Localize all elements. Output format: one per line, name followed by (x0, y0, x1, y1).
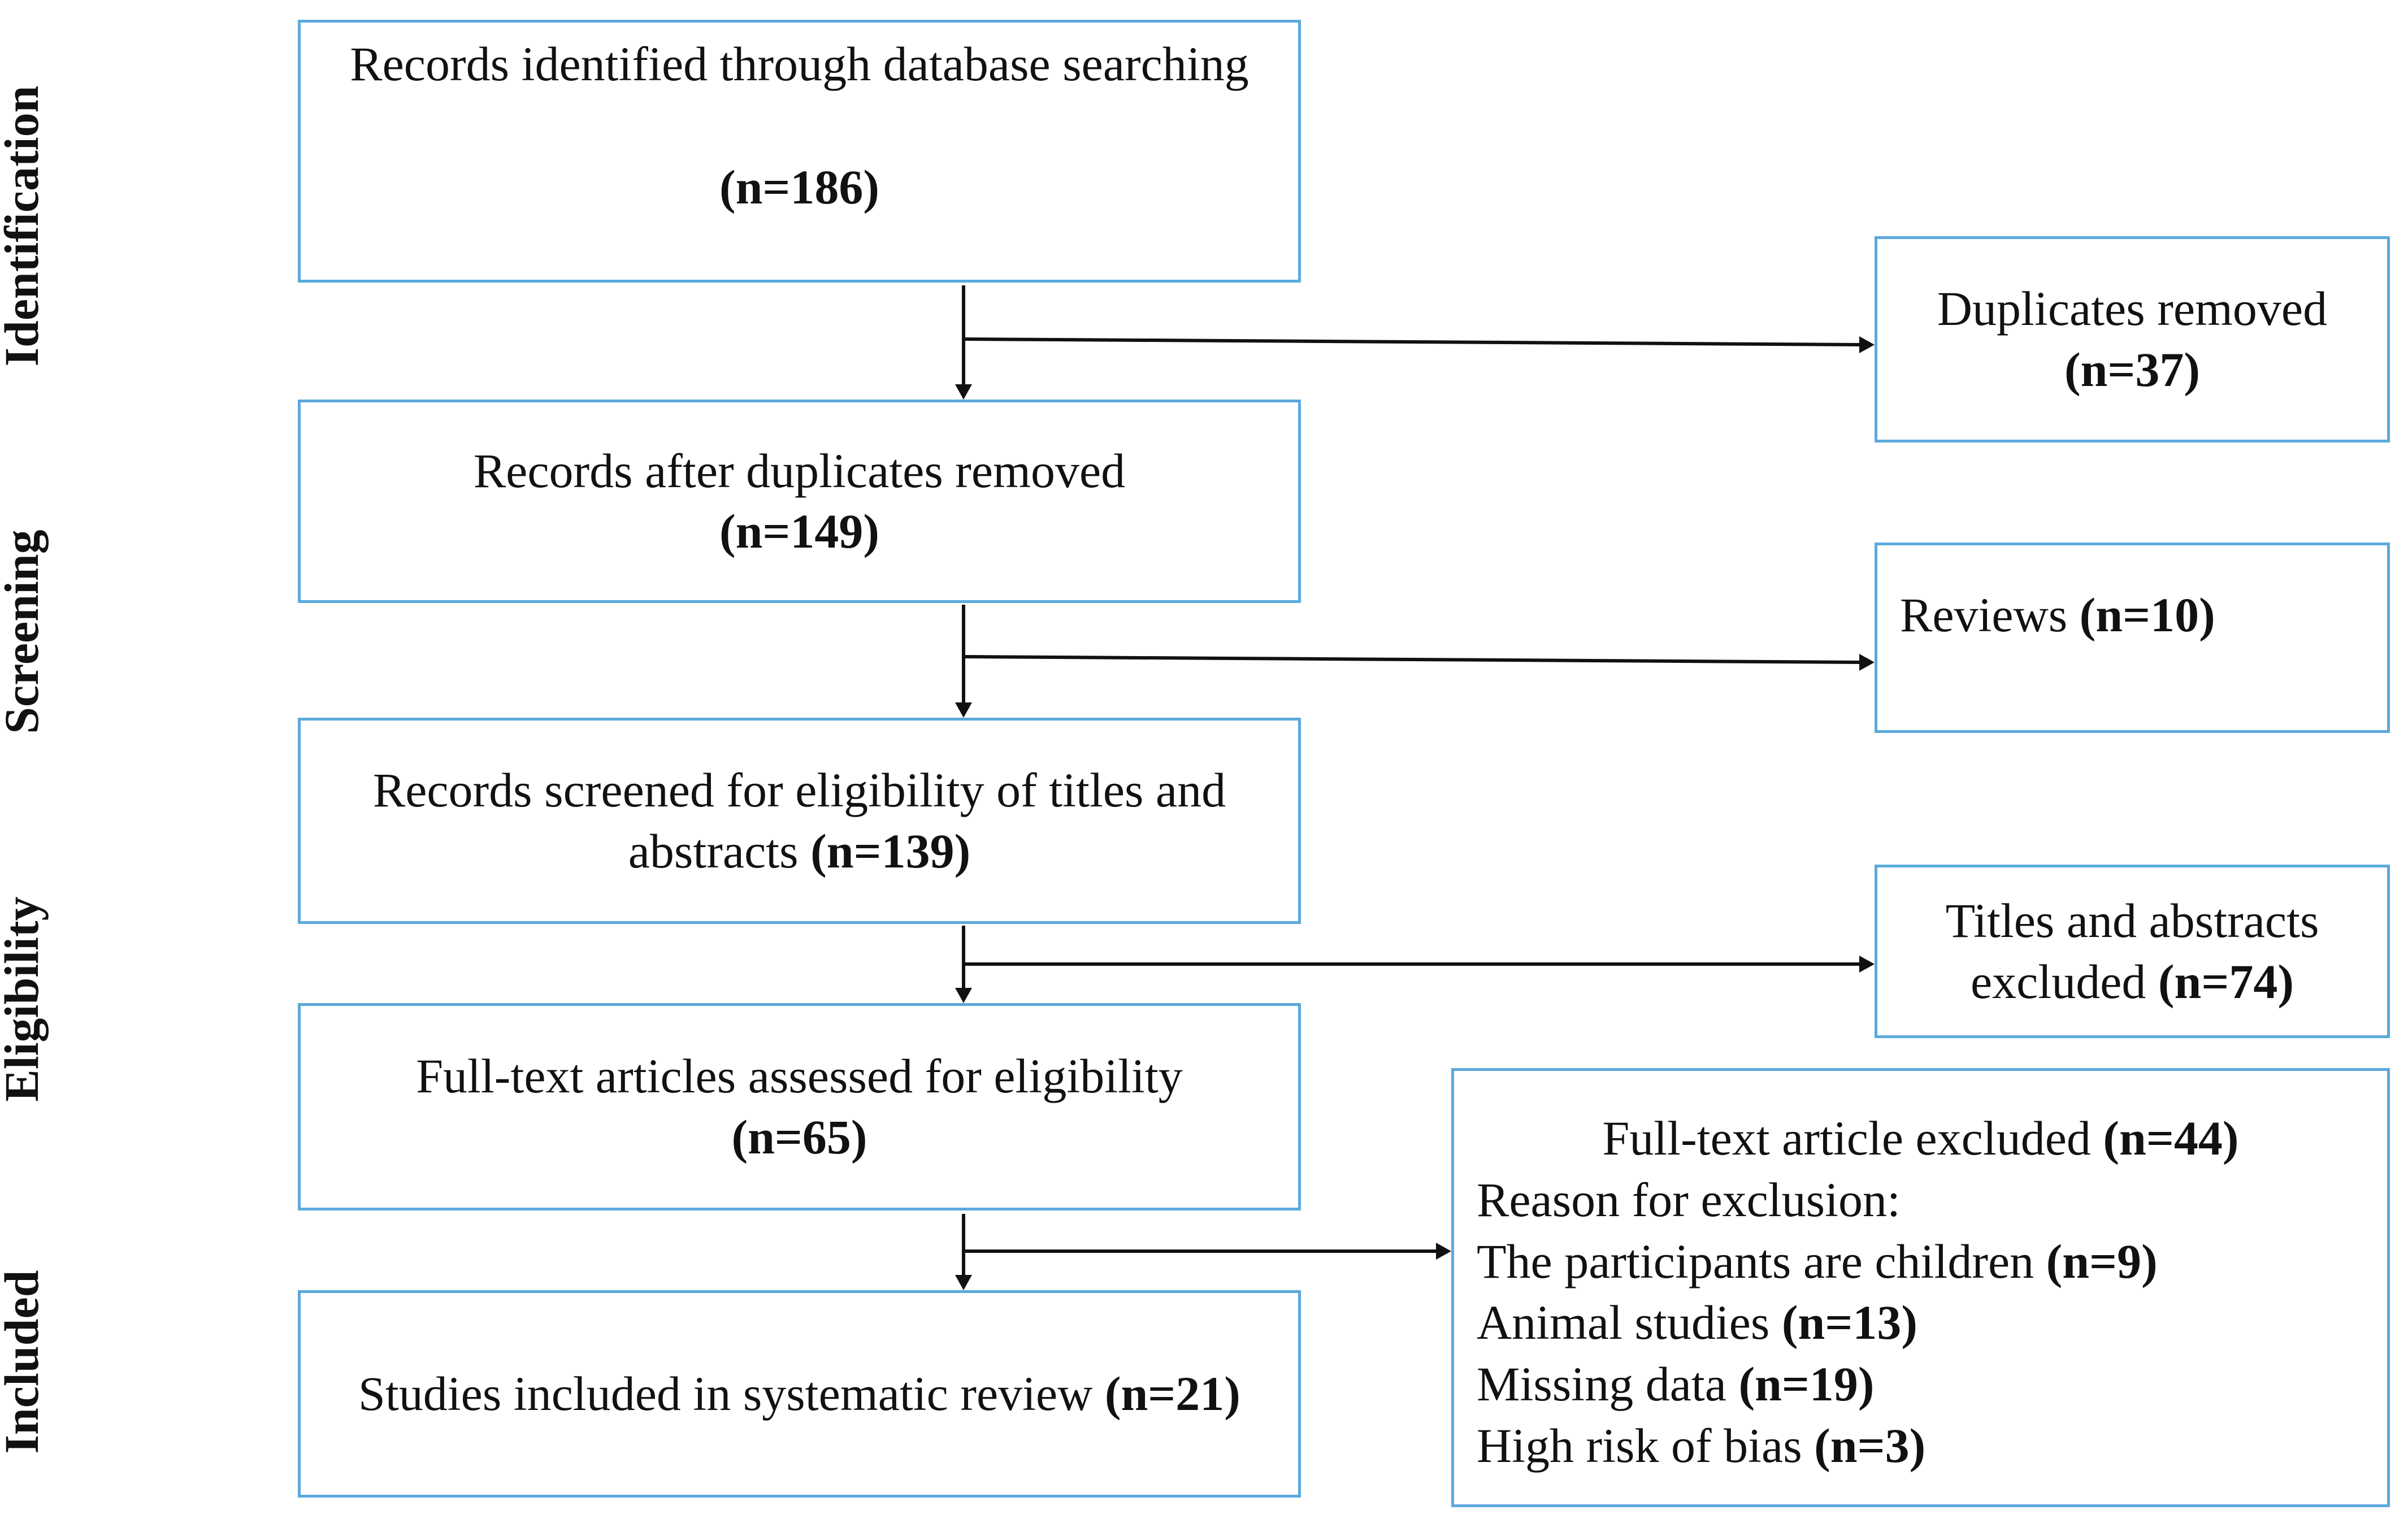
duplicates-removed-box: Duplicates removed (n=37) (1875, 236, 2390, 442)
exclusion-reason-text: Missing data (1477, 1357, 1726, 1412)
titles-excluded-box: Titles and abstracts excluded (n=74) (1875, 865, 2390, 1038)
studies-included-text: Studies included in systematic review (358, 1366, 1093, 1421)
titles-excluded-text-line1: Titles and abstracts (1945, 893, 2319, 948)
fulltext-assessed-box: Full-text articles assessed for eligibil… (298, 1003, 1301, 1210)
exclusion-reason-label: Reason for exclusion: (1477, 1172, 1901, 1227)
arrowhead-right-duplicates (1859, 336, 1875, 353)
records-screened-box: Records screened for eligibility of titl… (298, 718, 1301, 924)
fulltext-assessed-text: Full-text articles assessed for eligibil… (416, 1049, 1183, 1103)
arrowhead-down-4 (955, 1275, 972, 1290)
exclusion-reason-text: The participants are children (1477, 1234, 2034, 1288)
reviews-text: Reviews (1900, 587, 2068, 642)
records-identified-text: Records identified through database sear… (350, 37, 1249, 91)
studies-included-box: Studies included in systematic review (n… (298, 1290, 1301, 1498)
records-after-duplicates-box: Records after duplicates removed (n=149) (298, 400, 1301, 603)
fulltext-excluded-heading-count: (n=44) (2103, 1111, 2239, 1165)
studies-included-count: (n=21) (1104, 1366, 1240, 1421)
exclusion-reason-item: Animal studies (n=13) (1477, 1292, 1917, 1353)
reviews-box: Reviews (n=10) (1875, 543, 2390, 733)
arrowhead-down-3 (955, 988, 972, 1003)
records-screened-text-line1: Records screened for eligibility of titl… (372, 763, 1226, 817)
exclusion-reason-count: (n=9) (2046, 1234, 2158, 1288)
fulltext-assessed-count: (n=65) (731, 1109, 867, 1164)
records-screened-count: (n=139) (810, 823, 971, 878)
records-after-duplicates-text: Records after duplicates removed (473, 443, 1126, 498)
titles-excluded-count: (n=74) (2158, 954, 2294, 1009)
arrowhead-right-fulltext-excluded (1436, 1243, 1451, 1260)
exclusion-reason-count: (n=3) (1814, 1418, 1926, 1473)
arrowhead-down-1 (955, 384, 972, 400)
titles-excluded-text-line2: excluded (1970, 954, 2146, 1009)
exclusion-reason-text: Animal studies (1477, 1295, 1770, 1350)
exclusion-reason-item: The participants are children (n=9) (1477, 1231, 2158, 1292)
exclusion-reason-text: High risk of bias (1477, 1418, 1802, 1473)
fulltext-excluded-heading: Full-text article excluded (1602, 1111, 2091, 1165)
arrowhead-right-titles (1859, 956, 1875, 973)
duplicates-removed-text: Duplicates removed (1937, 281, 2328, 336)
records-screened-text-line2: abstracts (628, 823, 799, 878)
fulltext-excluded-box: Full-text article excluded (n=44) Reason… (1451, 1068, 2390, 1507)
duplicates-removed-count: (n=37) (2064, 342, 2201, 397)
arrow-right-reviews (963, 655, 1863, 664)
arrowhead-down-2 (955, 702, 972, 718)
records-after-duplicates-count: (n=149) (719, 504, 880, 558)
exclusion-reason-count: (n=19) (1738, 1357, 1875, 1412)
arrow-right-duplicates (963, 337, 1863, 346)
reviews-count: (n=10) (2079, 587, 2215, 642)
records-identified-box: Records identified through database sear… (298, 20, 1301, 283)
exclusion-reason-count: (n=13) (1781, 1295, 1917, 1350)
exclusion-reason-item: High risk of bias (n=3) (1477, 1415, 1925, 1477)
exclusion-reason-item: Missing data (n=19) (1477, 1353, 1875, 1415)
arrowhead-right-reviews (1859, 654, 1875, 671)
records-identified-count: (n=186) (719, 159, 880, 214)
